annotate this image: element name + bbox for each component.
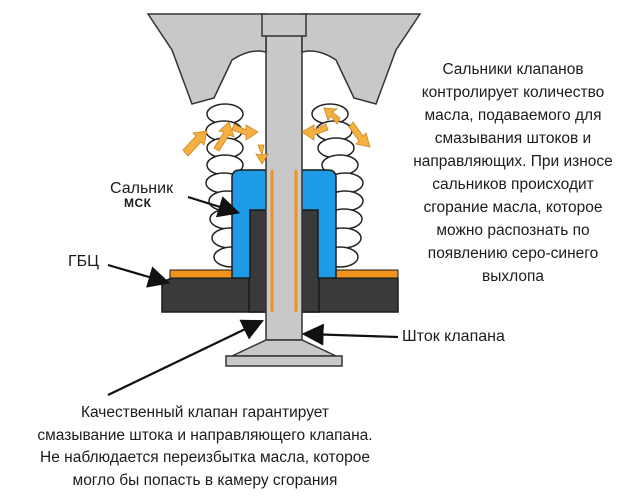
- bottom-desc-line: Качественный клапан гарантирует: [81, 404, 329, 421]
- bottom-description: Качественный клапан гарантирует смазыван…: [20, 402, 390, 492]
- valve-stem-seal: [231, 169, 337, 279]
- right-desc-line: контролирует количество: [421, 84, 605, 101]
- right-desc-line: выхлопа: [482, 268, 544, 285]
- right-desc-line: масла, подаваемого для: [424, 107, 602, 124]
- stem-pointer: [301, 323, 399, 346]
- spring-retainer: [146, 13, 422, 105]
- seal-brand-label: МСК: [124, 196, 152, 210]
- valve-head: [225, 339, 343, 367]
- right-description: Сальники клапанов контролирует количеств…: [398, 58, 628, 288]
- right-desc-line: Сальники клапанов: [442, 61, 584, 78]
- valve-stem-label: Шток клапана: [402, 328, 505, 345]
- right-desc-line: смазывания штоков и: [434, 130, 592, 147]
- oil-arrow: [301, 123, 329, 141]
- right-desc-line: появлению серо-синего: [427, 245, 599, 262]
- head-pointer: [107, 263, 171, 288]
- oil-flow-arrows: [182, 107, 371, 165]
- pointer-arrows: [107, 195, 399, 396]
- bottom-desc-line: Не наблюдается переизбытка масла, которо…: [40, 449, 370, 466]
- right-desc-line: направляющих. При износе: [413, 153, 613, 170]
- oil-arrow: [348, 121, 371, 148]
- right-desc-line: можно распознать по: [436, 222, 590, 239]
- valve-stem: [265, 17, 303, 341]
- right-desc-line: сгорание масла, которое: [423, 199, 603, 216]
- seal-label: Сальник: [110, 180, 174, 197]
- cylinder-head-label: ГБЦ: [68, 253, 99, 270]
- bottom-pointer: [107, 319, 264, 396]
- oil-arrow: [182, 130, 208, 157]
- right-desc-line: сальников происходит: [432, 176, 594, 193]
- oil-arrow: [231, 123, 259, 141]
- oil-arrow: [213, 121, 235, 152]
- bottom-desc-line: могло бы попасть в камеру сгорания: [72, 471, 338, 489]
- oil-arrow: [323, 107, 341, 125]
- oil-arrow: [255, 144, 269, 165]
- bottom-desc-line: смазывание штока и направляющего клапана…: [37, 426, 373, 444]
- seal-pointer: [187, 195, 241, 218]
